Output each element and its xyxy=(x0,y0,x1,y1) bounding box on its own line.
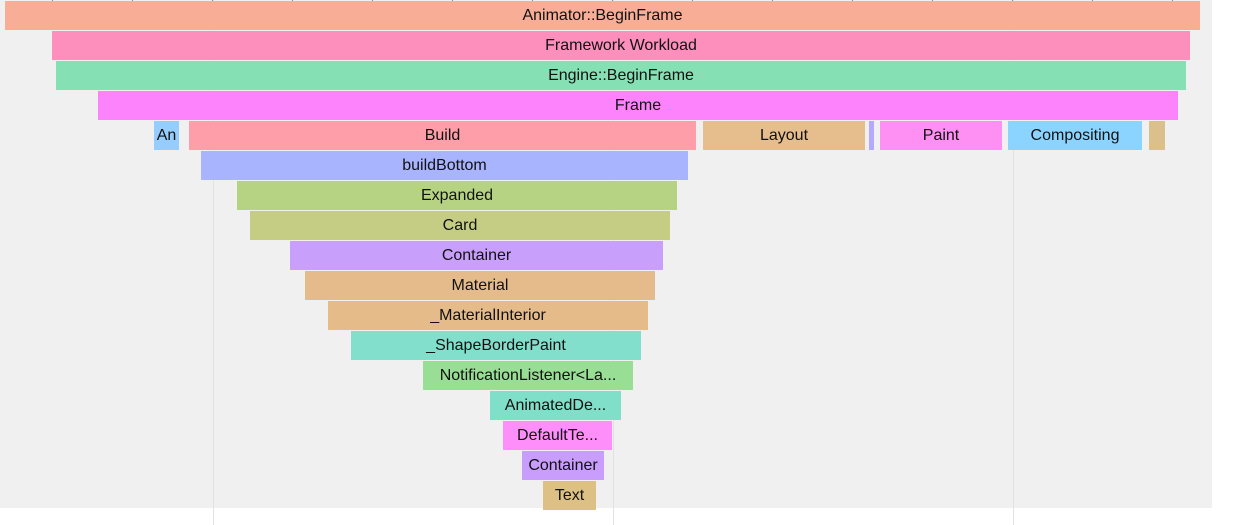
frame-label: Container xyxy=(441,247,512,264)
frame-label: Card xyxy=(442,217,478,234)
frame-label: Framework Workload xyxy=(545,37,697,54)
frame-block-materialinterior[interactable]: _MaterialInterior xyxy=(328,301,648,330)
frame-block-build[interactable]: Build xyxy=(189,121,696,150)
frame-block-compositing[interactable]: Compositing xyxy=(1008,121,1142,150)
frame-label: Layout xyxy=(759,127,809,144)
frame-block-text[interactable]: Text xyxy=(543,481,596,510)
frame-block-card[interactable]: Card xyxy=(250,211,670,240)
frame-block-buildbottom[interactable]: buildBottom xyxy=(201,151,688,180)
frame-label: Paint xyxy=(922,127,960,144)
frame-block-frame[interactable]: Frame xyxy=(98,91,1178,120)
frame-block-notificationlistener[interactable]: NotificationListener<La... xyxy=(423,361,633,390)
frame-block-small-gold[interactable] xyxy=(1149,121,1165,150)
timeline-gridline xyxy=(1013,0,1014,525)
frame-label: An xyxy=(156,127,177,144)
frame-block-framework-workload[interactable]: Framework Workload xyxy=(52,31,1190,60)
timeline-gridline xyxy=(213,0,214,525)
frame-block-thin-purple[interactable] xyxy=(869,121,874,150)
frame-block-engine-beginframe[interactable]: Engine::BeginFrame xyxy=(56,61,1186,90)
frame-label: Animator::BeginFrame xyxy=(522,7,683,24)
frame-block-an[interactable]: An xyxy=(154,121,179,150)
frame-block-expanded[interactable]: Expanded xyxy=(237,181,677,210)
frame-block-container[interactable]: Container xyxy=(522,451,604,480)
frame-block-layout[interactable]: Layout xyxy=(703,121,865,150)
frame-label: Container xyxy=(528,457,598,474)
frame-block-defaultte[interactable]: DefaultTe... xyxy=(503,421,612,450)
frame-label: Build xyxy=(424,127,461,144)
frame-block-material[interactable]: Material xyxy=(305,271,655,300)
frame-label: AnimatedDe... xyxy=(504,397,607,414)
frame-label: _ShapeBorderPaint xyxy=(426,337,566,354)
frame-label: Frame xyxy=(614,97,662,114)
frame-block-animator-beginframe[interactable]: Animator::BeginFrame xyxy=(5,1,1200,30)
frame-block-animatedde[interactable]: AnimatedDe... xyxy=(490,391,621,420)
frame-block-shapeborderpaint[interactable]: _ShapeBorderPaint xyxy=(351,331,641,360)
frame-label: DefaultTe... xyxy=(517,427,598,444)
frame-label: Material xyxy=(451,277,509,294)
frame-label: buildBottom xyxy=(402,157,487,174)
frame-label: Engine::BeginFrame xyxy=(548,67,694,84)
frame-label: Text xyxy=(554,487,585,504)
frame-label: NotificationListener<La... xyxy=(439,367,617,384)
frame-label: Compositing xyxy=(1030,127,1120,144)
frame-label: Expanded xyxy=(420,187,494,204)
frame-label: _MaterialInterior xyxy=(430,307,546,324)
frame-block-container[interactable]: Container xyxy=(290,241,663,270)
frame-block-paint[interactable]: Paint xyxy=(880,121,1002,150)
